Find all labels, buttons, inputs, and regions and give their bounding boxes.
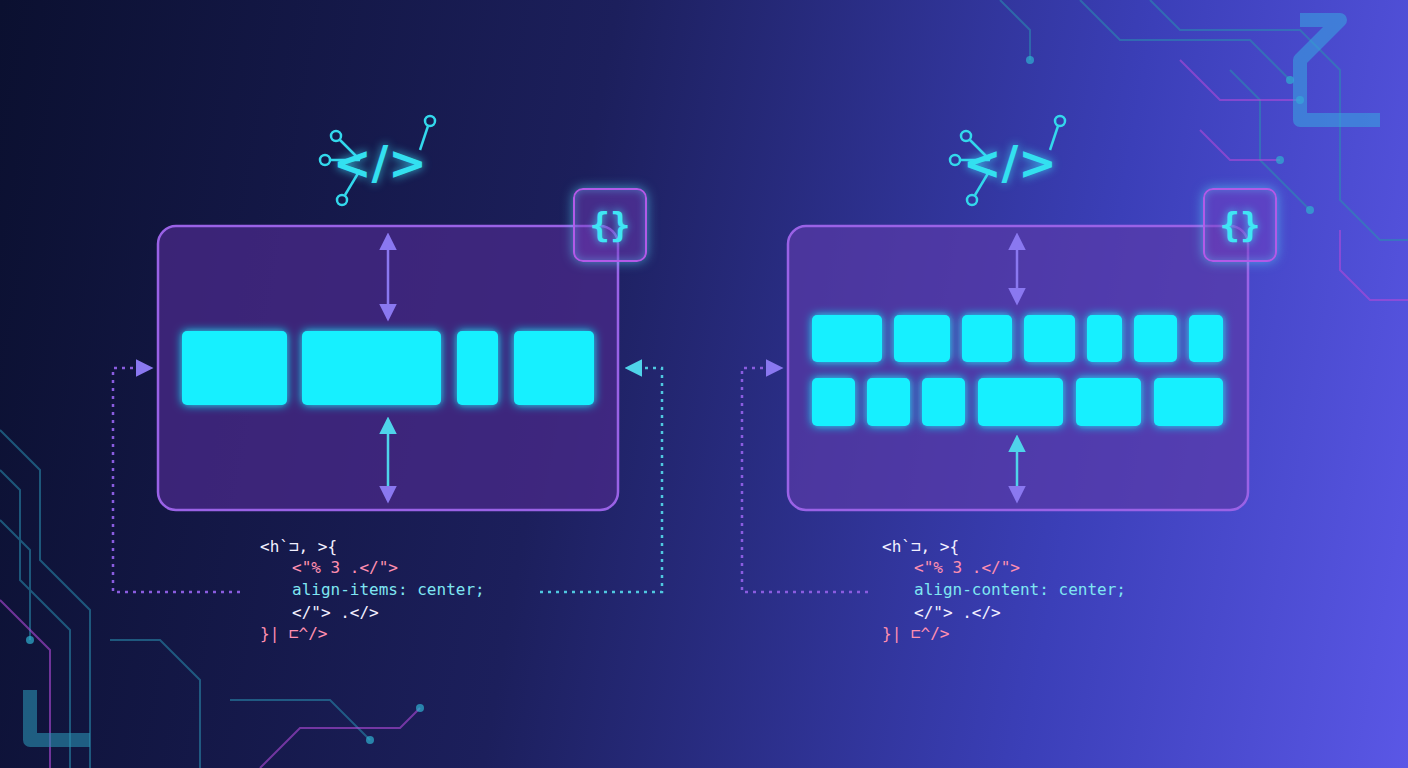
leader-lines — [113, 368, 662, 592]
code-line: </"> .</> — [292, 603, 379, 623]
icon-branches — [330, 126, 1058, 195]
code-line: </"> .</> — [914, 603, 1001, 623]
code-line: <h`⊐, >{ — [260, 537, 337, 557]
badge-text: {} — [1220, 205, 1261, 245]
flex-items — [182, 331, 594, 405]
spacing-arrows — [1016, 236, 1019, 500]
code-line: }| ⊏^/> — [260, 624, 327, 644]
code-badge: {} — [1203, 188, 1277, 262]
badge-text: {} — [590, 205, 631, 245]
flex-container — [788, 226, 1248, 510]
code-line: align-content: center; — [914, 580, 1126, 600]
code-line: <h`⊐, >{ — [882, 537, 959, 557]
code-icon: </> — [963, 138, 1057, 188]
circuit-dots — [26, 56, 1314, 744]
code-line: <"% 3 .</"> — [292, 558, 398, 578]
spacing-arrows — [387, 236, 390, 500]
leader-lines — [742, 368, 868, 592]
code-line: align-items: center; — [292, 580, 485, 600]
code-line: <"% 3 .</"> — [914, 558, 1020, 578]
icon-nodes — [320, 116, 1065, 205]
circuit-traces — [0, 60, 1408, 768]
corner-bracket — [30, 690, 90, 740]
code-icon: </> — [333, 138, 427, 188]
code-line: }| ⊏^/> — [882, 624, 949, 644]
corner-bracket — [1300, 20, 1380, 120]
flex-items — [812, 315, 1223, 426]
flex-container — [158, 226, 618, 510]
code-badge: {} — [573, 188, 647, 262]
